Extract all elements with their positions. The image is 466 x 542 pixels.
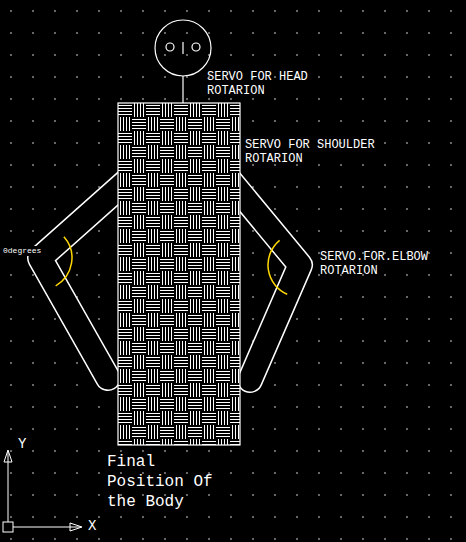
axis-label: Y: [18, 436, 26, 453]
axis-label: X: [88, 518, 96, 535]
body-block: [118, 103, 240, 445]
servo-label: SERVO.FOR.ELBOW ROTARION: [320, 250, 460, 278]
head: [155, 20, 211, 76]
caption: Final Position Of the Body: [107, 452, 227, 512]
neck: [182, 76, 183, 103]
angle-label: 0degrees: [3, 246, 41, 256]
eye: [166, 43, 174, 51]
nose: [182, 42, 183, 54]
eye: [192, 43, 200, 51]
axis-icon: [3, 450, 82, 532]
left-arm: [40, 178, 130, 378]
servo-label: SERVO FOR SHOULDER ROTARION: [245, 138, 385, 166]
left-elbow-arc: [56, 237, 72, 286]
right-elbow-arc: [268, 240, 287, 294]
servo-label: SERVO FOR HEAD ROTARION: [207, 70, 319, 98]
